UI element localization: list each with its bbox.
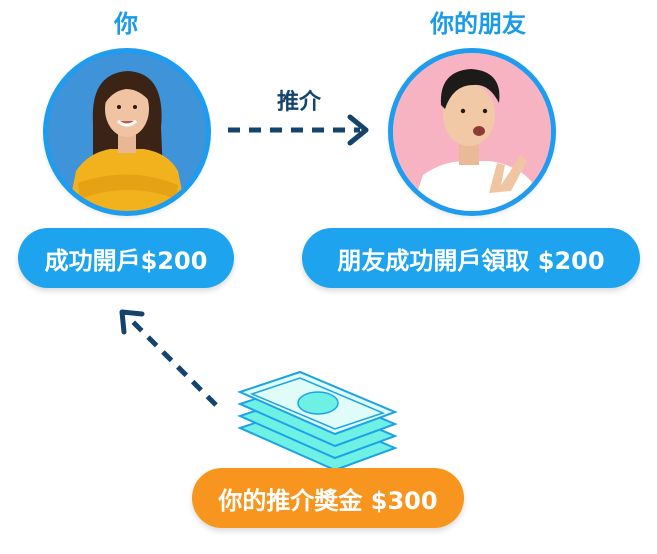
friend-avatar bbox=[388, 48, 556, 216]
you-avatar bbox=[43, 48, 211, 216]
you-label: 你 bbox=[114, 10, 138, 38]
you-reward-pill: 成功開戶$200 bbox=[18, 228, 234, 288]
friend-label: 你的朋友 bbox=[430, 10, 526, 38]
bonus-pill: 你的推介獎金 $300 bbox=[192, 468, 464, 528]
friend-reward-pill: 朋友成功開戶領取 $200 bbox=[302, 228, 640, 288]
man-portrait-icon bbox=[393, 53, 551, 211]
refer-label: 推介 bbox=[276, 90, 321, 115]
woman-portrait-icon bbox=[48, 53, 206, 211]
